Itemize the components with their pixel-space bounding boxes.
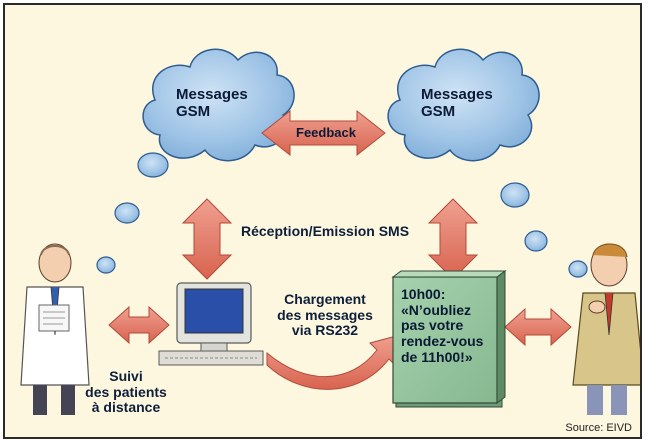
curved-arrow-loading bbox=[266, 334, 401, 390]
arrow-doctor-computer bbox=[108, 305, 170, 345]
doctor-figure bbox=[20, 243, 90, 415]
reception-label: Réception/Emission SMS bbox=[241, 223, 410, 239]
arrow-phone-patient bbox=[504, 307, 572, 347]
loading-label: Chargement des messages via RS232 bbox=[277, 291, 373, 339]
monitoring-label: Suivi des patients à distance bbox=[85, 368, 167, 416]
cloud-left-label: Messages GSM bbox=[176, 86, 248, 120]
source-label: Source: EIVD bbox=[565, 422, 632, 434]
feedback-arrow bbox=[261, 109, 386, 157]
feedback-label: Feedback bbox=[296, 125, 356, 140]
cloud-left bbox=[142, 48, 295, 162]
cloud-right-label: Messages GSM bbox=[421, 86, 493, 120]
phone-screen-box bbox=[391, 270, 507, 408]
thought-bubbles-right bbox=[500, 182, 588, 278]
cloud-right bbox=[387, 48, 540, 162]
diagram-panel: Messages GSM Messages GSM Feedback Récep… bbox=[3, 3, 642, 439]
phone-screen-text: 10h00: «N’oubliez pas votre rendez-vous … bbox=[401, 286, 484, 365]
vertical-arrow-left bbox=[181, 198, 233, 280]
thought-bubbles-left bbox=[96, 152, 169, 274]
diagram-canvas bbox=[20, 48, 640, 415]
computer-icon bbox=[158, 282, 264, 366]
patient-figure bbox=[572, 243, 640, 415]
